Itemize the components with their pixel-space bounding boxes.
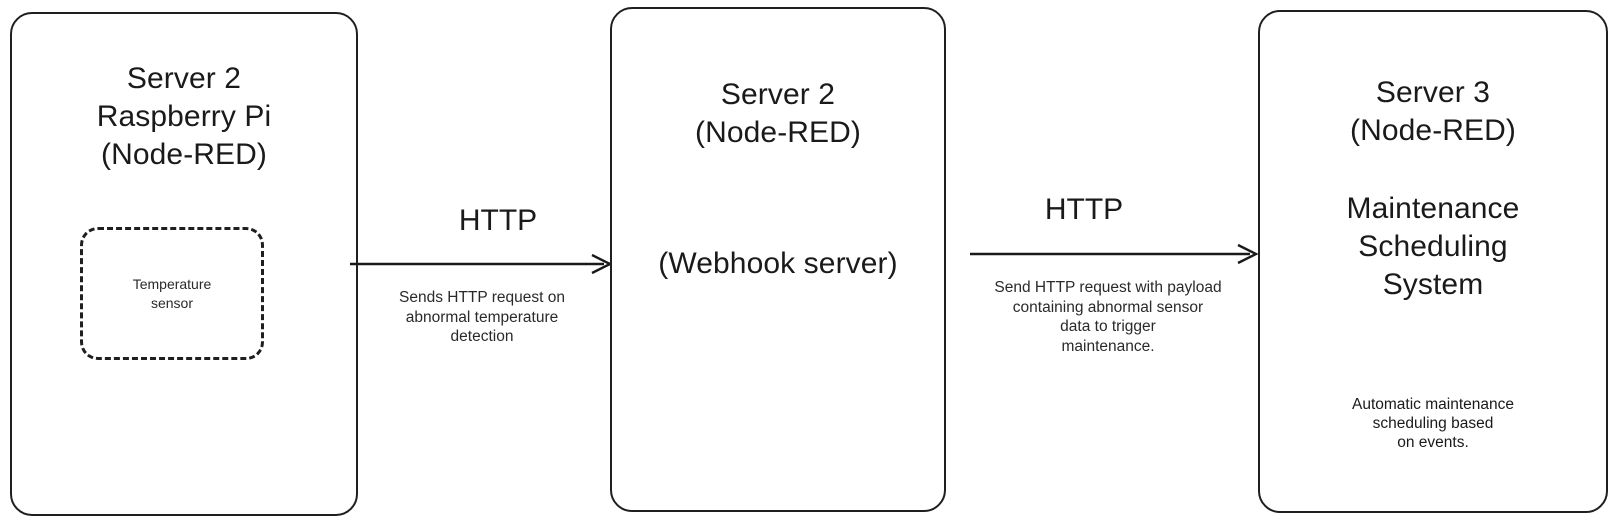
node3-note-line2: scheduling based [1372, 415, 1494, 432]
node1-title-line3: (Node-RED) [100, 138, 268, 171]
subnode-label-line2: sensor [150, 294, 194, 311]
node-server3-maintenance[interactable]: Server 3 (Node-RED) Maintenance Scheduli… [1258, 10, 1608, 513]
node1-title-line2: Raspberry Pi [96, 100, 272, 133]
node3-title-line1: Server 3 [1375, 76, 1491, 109]
node3-note: Automatic maintenance scheduling based o… [1276, 395, 1590, 452]
edge-webhook-to-maintenance [968, 242, 1260, 266]
subnode-temperature-sensor[interactable]: Temperature sensor [80, 227, 264, 360]
node3-note-line3: on events. [1397, 434, 1469, 451]
edge1-arrow-icon [350, 253, 613, 275]
node3-role-line2: Scheduling [1358, 230, 1508, 263]
node-server2-webhook[interactable]: Server 2 (Node-RED) (Webhook server) [610, 7, 946, 512]
edge1-protocol-label: HTTP [458, 204, 538, 237]
node-server2-raspberry-pi[interactable]: Server 2 Raspberry Pi (Node-RED) Tempera… [10, 12, 358, 516]
edge1-desc-line3: detection [450, 328, 514, 345]
edge1-description: Sends HTTP request on abnormal temperatu… [352, 288, 612, 347]
edge2-protocol-label: HTTP [1044, 193, 1124, 226]
node1-title-line1: Server 2 [126, 62, 242, 95]
edge1-desc-line1: Sends HTTP request on [399, 289, 565, 306]
node2-title-line1: Server 2 [720, 78, 836, 111]
node3-title-line2: (Node-RED) [1349, 114, 1517, 147]
node2-role-label: (Webhook server) [658, 247, 898, 280]
edge1-desc-line2: abnormal temperature [405, 308, 559, 326]
subnode-label: Temperature sensor [133, 275, 212, 313]
edge-pi-to-webhook [348, 252, 614, 276]
edge2-description: Send HTTP request with payload containin… [952, 278, 1264, 356]
node2-title-line2: (Node-RED) [694, 116, 862, 149]
subnode-label-line1: Temperature [132, 275, 212, 292]
node3-role-line1: Maintenance [1346, 192, 1520, 225]
edge2-desc-line1: Send HTTP request with payload [994, 279, 1222, 296]
edge2-desc-line3: data to trigger [1060, 318, 1156, 335]
edge2-desc-line4: maintenance. [1061, 337, 1155, 355]
node3-role-line3: System [1382, 268, 1484, 301]
edge2-arrow-icon [970, 243, 1259, 265]
edge2-desc-line2: containing abnormal sensor [1012, 298, 1204, 316]
node3-note-line1: Automatic maintenance [1352, 396, 1514, 413]
